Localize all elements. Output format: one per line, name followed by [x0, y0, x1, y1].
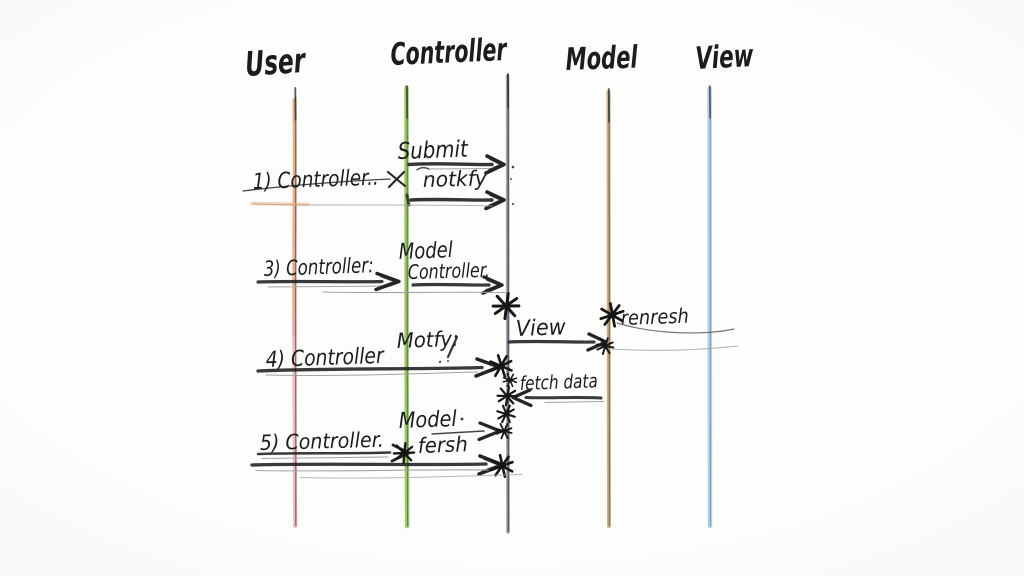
ink-dot — [438, 360, 442, 364]
ink-dot — [511, 202, 515, 206]
step1-arrowhead-x — [386, 170, 407, 189]
model-lifeline — [606, 88, 611, 528]
notify2-arrow-echo — [265, 371, 479, 377]
view-arrow-shaft — [507, 339, 596, 344]
row4-feedline — [431, 430, 485, 435]
row2-arrow1-shaft — [256, 279, 384, 284]
row-4: Model fersh 5) Controller. — [250, 401, 523, 481]
notify-tilde-mark — [416, 166, 430, 171]
ink-dot — [511, 165, 515, 169]
user-lifeline — [292, 87, 298, 528]
row4-user-arrow-echo — [261, 456, 389, 460]
ink-dot — [510, 178, 512, 180]
row4-user-arrow-shaft — [256, 451, 392, 456]
view-lifeline — [707, 85, 713, 529]
notify-arrowhead-inner — [488, 194, 502, 207]
row2-arrowhead1-inner — [379, 275, 396, 288]
ink-dot — [446, 359, 450, 363]
view-call-label: View — [515, 315, 567, 342]
header-user: User — [244, 41, 308, 85]
row-2: 3) Controller: Model Controller. — [256, 238, 523, 323]
row2-arrowhead2 — [481, 275, 504, 295]
submit-arrow-shaft — [407, 162, 494, 167]
fetch-arrow-shaft — [524, 395, 603, 400]
step1-arrow-shaft — [242, 178, 391, 192]
notify-arrow-shaft — [409, 197, 494, 202]
ink-dot — [460, 417, 464, 421]
row4-echo2 — [299, 474, 523, 479]
step4-label: 5) Controller. — [260, 428, 385, 455]
notify2-label: Motfy: — [396, 327, 459, 353]
user-lifeline-halo-bottom — [292, 318, 298, 528]
row2-arrow2-shaft — [411, 282, 491, 287]
fresh-label: fersh — [417, 432, 468, 458]
header-controller: Controller — [390, 32, 509, 73]
model-call-label: Model — [398, 238, 453, 265]
notify-label: notkfy — [423, 166, 488, 192]
notify2-slash-mark — [446, 335, 459, 359]
row2-arrowhead2-inner — [485, 279, 500, 291]
row4-arrowhead1 — [477, 421, 502, 442]
fetch-arrow-echo — [544, 401, 605, 403]
notify-arrow-start-blotch — [405, 193, 411, 207]
submit-label: Submit — [397, 137, 469, 165]
row2-long-echo — [322, 291, 507, 294]
row2-arrowhead1 — [374, 271, 401, 292]
notify2-arrow-shaft — [256, 365, 484, 373]
row-1: 1) Controller.. Submit notkfy — [242, 137, 515, 211]
step2-label: 3) Controller: — [263, 253, 374, 281]
submit-arrowhead — [484, 154, 506, 175]
submit-arrow-echo — [429, 168, 493, 170]
lane-headers: User Controller Model View — [244, 32, 755, 85]
row4-bottom-arrow-shaft — [250, 462, 488, 467]
row1-orange-glow — [250, 201, 310, 207]
row2-arrow1-echo — [267, 285, 393, 288]
view-arrow-echo — [611, 345, 739, 351]
refresh-label: renresh — [620, 304, 689, 330]
fetch-arrowhead — [511, 388, 533, 408]
activation-scribble — [391, 440, 417, 466]
header-model: Model — [565, 39, 638, 77]
row4-echo1 — [255, 469, 489, 472]
lifelines — [292, 73, 713, 534]
submit-arrowhead-inner — [488, 158, 502, 171]
row-3: renresh View Motfy: 4) Controller fetch … — [256, 300, 739, 412]
model-call2-label: Model — [398, 407, 457, 434]
header-view: View — [695, 38, 755, 77]
fetch-data-label: fetch data — [519, 370, 598, 395]
refresh-tail-line — [616, 322, 735, 334]
controller-call-label: Controller. — [408, 258, 491, 284]
